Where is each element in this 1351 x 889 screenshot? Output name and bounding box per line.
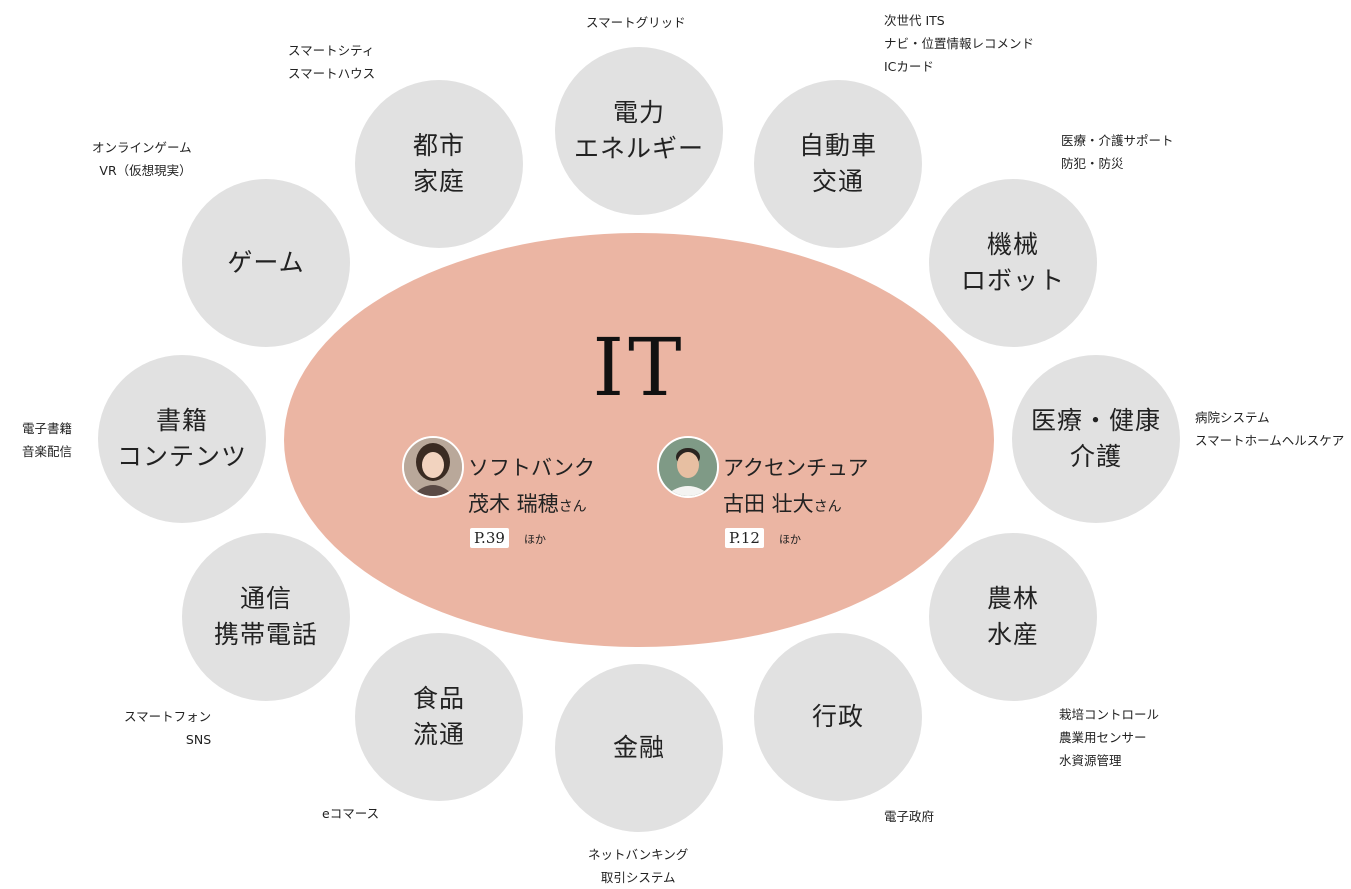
company-name: ソフトバンク	[468, 456, 596, 480]
note-city-home: スマートシティ スマートハウス	[288, 43, 376, 81]
page-reference-tag: P.39	[470, 528, 509, 548]
person-name: 古田 壮大さん	[723, 492, 842, 516]
field-label: 食品 流通	[412, 684, 465, 749]
field-label: 農林 水産	[986, 584, 1039, 649]
note-books-content: 電子書籍 音楽配信	[22, 421, 73, 459]
note-machine-robot: 医療・介護サポート 防犯・防災	[1061, 133, 1174, 171]
note-administration: 電子政府	[884, 809, 935, 824]
note-power-energy: スマートグリッド	[586, 15, 686, 30]
field-bubble-medical-health: 医療・健康 介護	[1012, 355, 1180, 523]
field-bubble-machine-robot: 機械 ロボット	[929, 179, 1097, 347]
field-bubble-administration: 行政	[754, 633, 922, 801]
field-bubble-city-home: 都市 家庭	[355, 80, 523, 248]
note-medical-health: 病院システム スマートホームヘルスケア	[1195, 410, 1345, 448]
it-title: IT	[592, 321, 686, 414]
field-bubble-game: ゲーム	[182, 179, 350, 347]
avatar	[402, 436, 464, 498]
field-label: 書籍 コンテンツ	[116, 406, 247, 471]
avatar	[657, 436, 719, 498]
note-agriculture: 栽培コントロール 農業用センサー 水資源管理	[1059, 707, 1160, 768]
field-label: 都市 家庭	[412, 131, 465, 196]
field-label: 金融	[612, 733, 665, 762]
field-bubble-books-content: 書籍 コンテンツ	[98, 355, 266, 523]
note-game: オンラインゲーム VR（仮想現実）	[92, 140, 192, 178]
it-center-ellipse: IT ソフトバンク 茂木 瑞穂さん P.39 ほか アクセンチュア 古田 壮大さ…	[284, 233, 994, 647]
field-label: 行政	[811, 702, 864, 731]
note-automobile-traffic: 次世代 ITS ナビ・位置情報レコメンド ICカード	[884, 13, 1035, 74]
company-name: アクセンチュア	[723, 456, 869, 480]
field-bubble-food-distribution: 食品 流通	[355, 633, 523, 801]
person-card-softbank: ソフトバンク 茂木 瑞穂さん P.39 ほか	[402, 436, 642, 548]
person-name: 茂木 瑞穂さん	[468, 492, 587, 516]
field-label: 自動車 交通	[798, 131, 877, 196]
page-reference-tag: P.12	[725, 528, 764, 548]
note-finance: ネットバンキング 取引システム	[588, 847, 689, 885]
field-bubble-telecom: 通信 携帯電話	[182, 533, 350, 701]
field-label: 通信 携帯電話	[213, 584, 318, 649]
note-food-distribution: eコマース	[322, 806, 380, 821]
page-reference-suffix: ほか	[779, 533, 801, 546]
field-label: ゲーム	[227, 248, 305, 277]
field-bubble-agriculture: 農林 水産	[929, 533, 1097, 701]
field-bubble-automobile-traffic: 自動車 交通	[754, 80, 922, 248]
field-bubble-power-energy: 電力 エネルギー	[555, 47, 723, 215]
field-label: 電力 エネルギー	[573, 98, 704, 163]
field-bubble-finance: 金融	[555, 664, 723, 832]
field-label: 医療・健康 介護	[1030, 406, 1161, 471]
page-reference-suffix: ほか	[524, 533, 546, 546]
field-label: 機械 ロボット	[960, 230, 1065, 295]
note-telecom: スマートフォン SNS	[124, 709, 212, 747]
person-card-accenture: アクセンチュア 古田 壮大さん P.12 ほか	[657, 436, 897, 548]
